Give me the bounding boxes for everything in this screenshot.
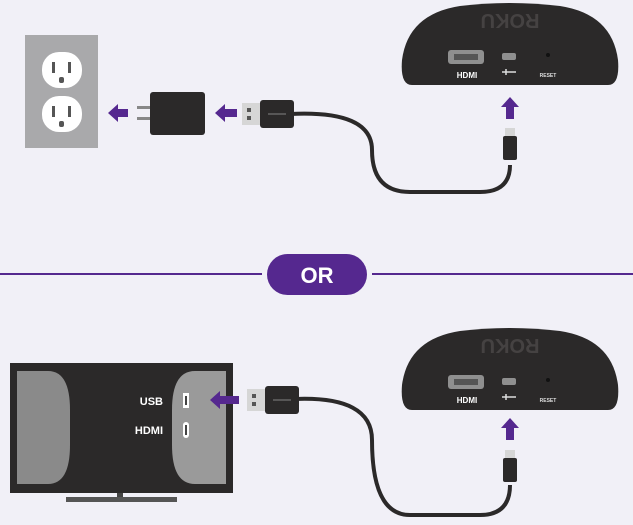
device-reset-label: RESET: [540, 398, 557, 404]
arrow-left-icon: [108, 104, 128, 122]
device-hdmi-label: HDMI: [457, 396, 477, 405]
device-brand-label: ROKU: [481, 9, 540, 31]
device-hdmi-label: HDMI: [457, 71, 477, 80]
arrow-up-icon: [501, 97, 519, 119]
wall-outlet: [25, 35, 98, 148]
arrow-left-icon: [210, 391, 239, 409]
television: [10, 363, 233, 502]
usb-cable: [241, 99, 517, 194]
arrow-up-icon: [501, 418, 519, 440]
arrow-left-icon: [215, 104, 237, 122]
tv-usb-label: USB: [140, 396, 163, 408]
or-label: OR: [301, 263, 334, 288]
tv-hdmi-label: HDMI: [135, 425, 163, 437]
device-reset-label: RESET: [540, 73, 557, 79]
socket-top: [42, 52, 82, 88]
device-brand-label: ROKU: [481, 334, 540, 356]
socket-bottom: [42, 96, 82, 132]
power-adapter: [137, 92, 205, 135]
usb-cable: [246, 385, 517, 517]
or-badge: [267, 254, 367, 295]
